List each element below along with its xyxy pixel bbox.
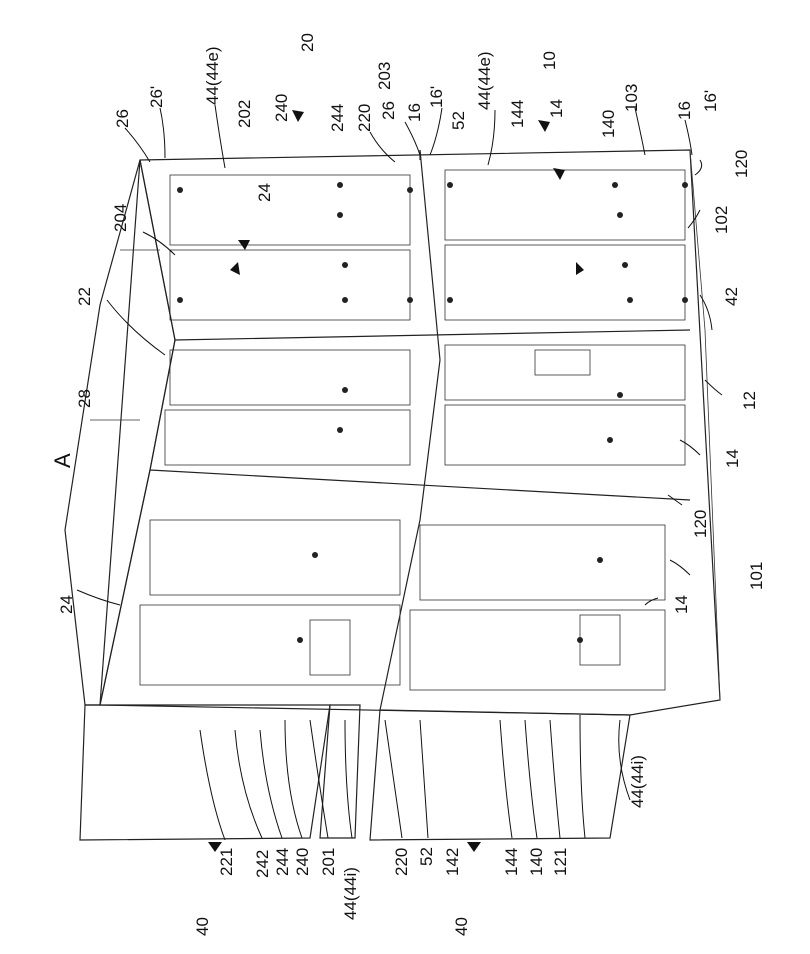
label-10: 10	[540, 51, 559, 70]
label-142: 142	[443, 848, 462, 876]
label-14-bottom-right: 14	[672, 595, 691, 614]
label-120-right-top: 120	[732, 150, 751, 178]
label-121: 121	[551, 848, 570, 876]
label-103: 103	[622, 84, 641, 112]
label-52-top: 52	[449, 111, 468, 130]
structure-lines	[65, 150, 720, 840]
label-203: 203	[375, 62, 394, 90]
label-16-prime-right: 16'	[701, 90, 720, 112]
label-12: 12	[740, 391, 759, 410]
label-26-top-left: 26	[113, 109, 132, 128]
label-52-bottom: 52	[417, 847, 436, 866]
label-44i-right: 44(44i)	[628, 755, 647, 808]
label-220-top: 220	[355, 104, 374, 132]
label-40-left: 40	[193, 917, 212, 936]
pointer-arrows	[208, 110, 584, 852]
label-201: 201	[319, 848, 338, 876]
label-44e-upper: 44(44e)	[203, 46, 222, 105]
label-120-right-bottom: 120	[691, 510, 710, 538]
label-26-prime-top-left: 26'	[147, 86, 166, 108]
label-204: 204	[111, 204, 130, 232]
label-44e-lower: 44(44e)	[475, 51, 494, 110]
label-101: 101	[747, 562, 766, 590]
label-42: 42	[722, 287, 741, 306]
label-244-top: 244	[328, 104, 347, 132]
label-202: 202	[235, 100, 254, 128]
label-240-bottom: 240	[293, 848, 312, 876]
label-220-bottom: 220	[392, 848, 411, 876]
label-140-top: 140	[599, 110, 618, 138]
leader-lines	[77, 105, 722, 840]
label-20: 20	[298, 33, 317, 52]
label-244-bottom: 244	[273, 848, 292, 876]
label-40-right: 40	[452, 917, 471, 936]
label-144-bottom: 144	[502, 848, 521, 876]
label-26-middle: 26	[379, 101, 398, 120]
label-102: 102	[712, 206, 731, 234]
label-221: 221	[217, 848, 236, 876]
label-16-prime-middle: 16'	[427, 86, 446, 108]
label-140-bottom: 140	[527, 848, 546, 876]
label-24-lower: 24	[57, 595, 76, 614]
label-22: 22	[75, 287, 94, 306]
label-16-middle: 16	[405, 103, 424, 122]
label-16-right: 16	[675, 101, 694, 120]
label-14-top: 14	[547, 99, 566, 118]
label-14-right: 14	[723, 449, 742, 468]
label-24-upper: 24	[255, 183, 274, 202]
label-240-top: 240	[272, 94, 291, 122]
view-label-A: A	[50, 453, 75, 468]
label-28: 28	[75, 389, 94, 408]
label-144-top: 144	[508, 100, 527, 128]
label-44i-left: 44(44i)	[341, 867, 360, 920]
label-242: 242	[253, 850, 272, 878]
